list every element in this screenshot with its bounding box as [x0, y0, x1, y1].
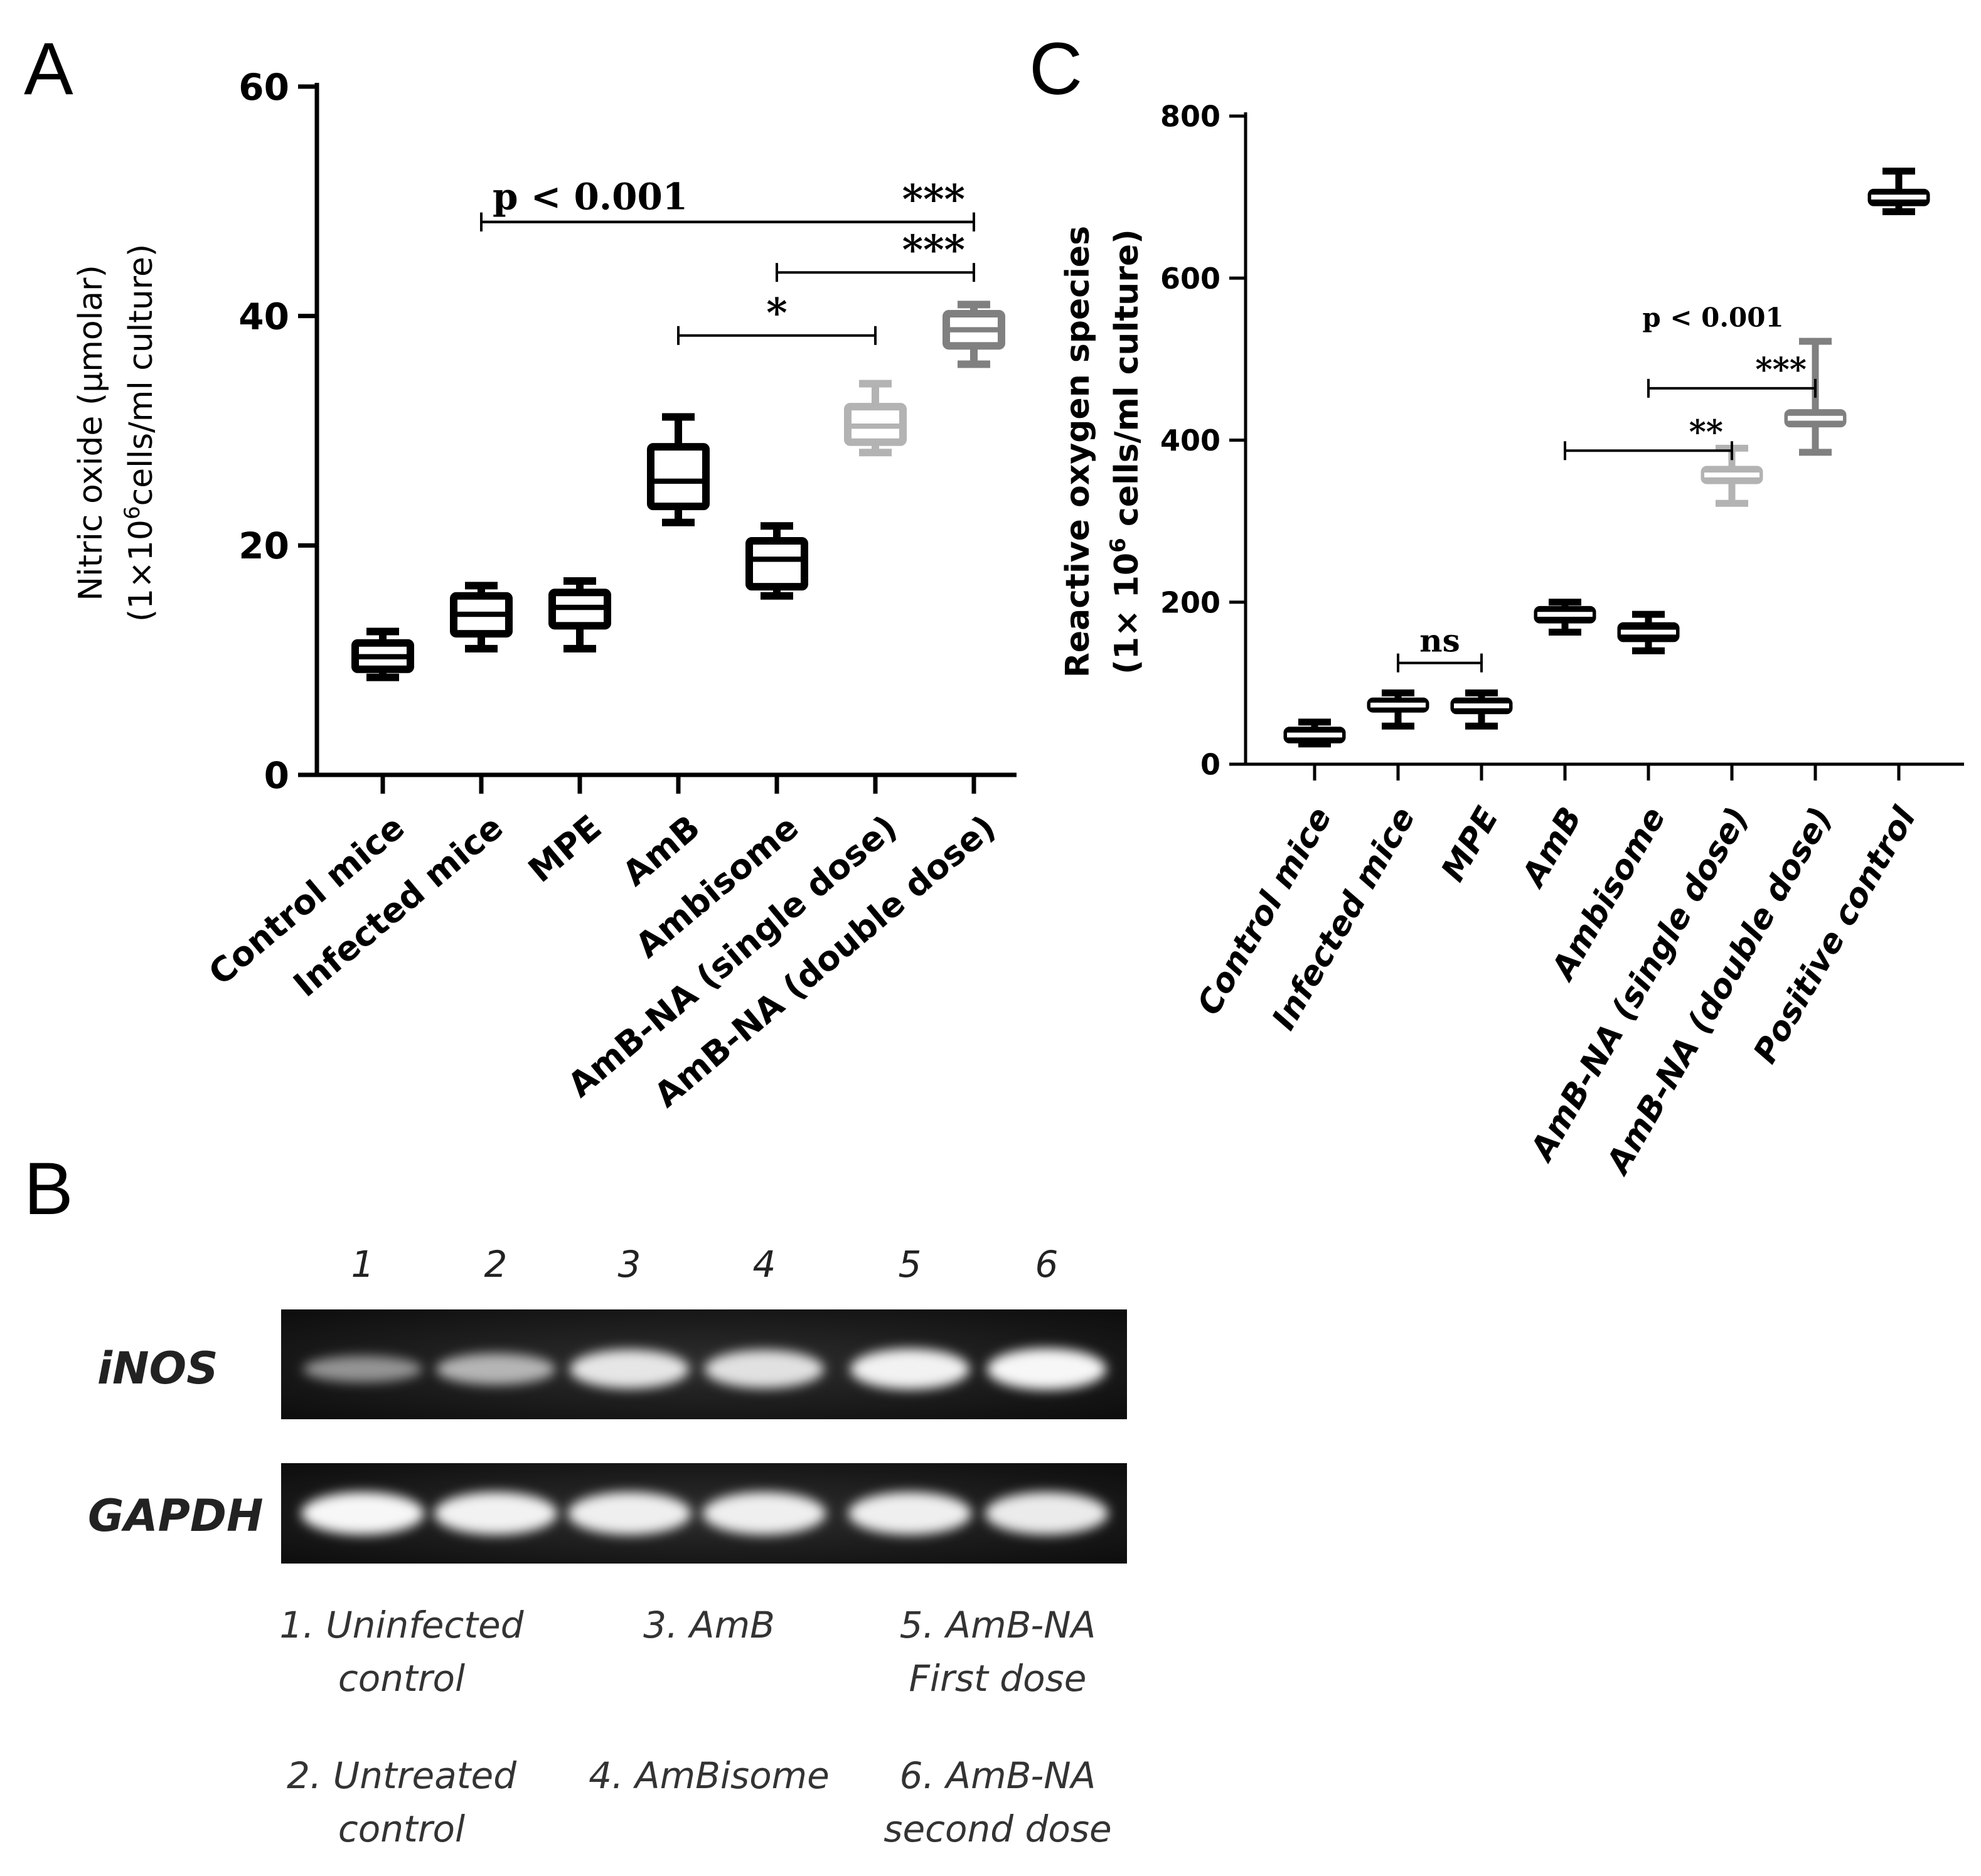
iqr-box: [647, 443, 710, 511]
significance-label: p < 0.001: [493, 176, 688, 218]
y-axis-label-sup: 6: [120, 506, 145, 520]
lane-number: 2: [484, 1243, 508, 1286]
gapdh-bands: [301, 1492, 1108, 1535]
y-tick-label: 200: [1160, 585, 1220, 619]
gapdh-band: [434, 1492, 557, 1535]
y-tick-label: 0: [1200, 748, 1220, 782]
category-label: AmB: [1514, 801, 1589, 895]
panel-letter-b: B: [24, 1148, 73, 1230]
gel-panel: 1 2 3 4 5 6 iNOS GAPDH 1. Uninfected control 2.…: [88, 1243, 1127, 1850]
significance-bracket: ***: [776, 227, 975, 282]
box-2: [450, 582, 513, 794]
lane-legend-text: 1. Uninfected: [279, 1604, 524, 1646]
gapdh-band: [568, 1492, 691, 1535]
y-tick-label: 40: [238, 296, 289, 338]
box-1: [1283, 718, 1346, 781]
lane-legend-text: 3. AmB: [643, 1604, 775, 1646]
gapdh-band: [301, 1492, 424, 1535]
lane-number: 1: [351, 1243, 375, 1286]
lane-number: 5: [899, 1243, 922, 1286]
y-tick-label: 800: [1160, 100, 1220, 134]
y-axis-label: Nitric oxide (µmolar) (1×106cells/ml cult…: [72, 244, 160, 622]
lane-legend-text: 6. AmB-NA: [900, 1754, 1096, 1797]
significance-label: ns: [1419, 622, 1460, 659]
y-axis-label-line1: Reactive oxygen species: [1059, 226, 1097, 678]
box-6: [844, 380, 907, 794]
inos-band: [303, 1356, 422, 1382]
significance-label: ***: [902, 227, 965, 274]
lane-number: 4: [753, 1243, 776, 1286]
box-7: [1784, 338, 1847, 781]
y-tick-label: 60: [238, 66, 289, 109]
significance-bracket: p < 0.001: [1642, 302, 1783, 333]
y-axis-label-line1: Nitric oxide (µmolar): [72, 265, 110, 600]
significance-label: **: [1689, 413, 1723, 451]
inos-bands: [303, 1348, 1106, 1390]
significance-label: ***: [902, 176, 965, 223]
significance-bracket: ns: [1397, 622, 1483, 673]
box-2: [1367, 689, 1429, 781]
y-axis-label-sup: 6: [1106, 538, 1131, 553]
lane-legend-text: First dose: [909, 1657, 1087, 1700]
inos-band: [570, 1350, 689, 1388]
significance-label: p < 0.001: [1642, 302, 1783, 333]
box-6: [1701, 444, 1763, 781]
gene-label-inos: iNOS: [97, 1343, 218, 1394]
box-4: [647, 413, 710, 794]
y-axis-label-part: cells/ml culture): [122, 244, 160, 506]
significance-bracket: *: [677, 290, 877, 345]
inos-band: [850, 1348, 969, 1390]
significance-label: ***: [1755, 351, 1807, 389]
y-tick-label: 20: [238, 525, 289, 567]
panel-letter-c: C: [1029, 28, 1082, 110]
lane-legend-text: second dose: [884, 1808, 1112, 1850]
gapdh-band: [985, 1492, 1108, 1535]
iqr-box: [745, 537, 808, 591]
inos-band: [705, 1350, 824, 1388]
box-1: [351, 627, 414, 794]
y-axis-label-part: (1× 10: [1108, 553, 1146, 674]
lane-number: 3: [618, 1243, 641, 1286]
lane-legend-text: control: [338, 1657, 465, 1700]
lane-legend-text: 2. Untreated: [287, 1754, 517, 1797]
y-axis-label-part: (1×10: [122, 520, 160, 622]
lane-legend-text: 5. AmB-NA: [900, 1604, 1096, 1646]
gene-label-gapdh: GAPDH: [88, 1490, 264, 1542]
y-axis-label-part: cells/ml culture): [1108, 229, 1146, 538]
box-8: [1867, 168, 1930, 781]
lane-numbers: 1 2 3 4 5 6: [351, 1243, 1059, 1286]
lane-legend: 1. Uninfected control 2. Untreated control 3…: [279, 1604, 1111, 1850]
y-tick-label: 600: [1160, 262, 1220, 296]
y-axis-label-line2: (1× 106 cells/ml culture): [1106, 229, 1146, 674]
box-7: [942, 301, 1005, 794]
lane-legend-text: 4. AmBisome: [589, 1754, 830, 1797]
category-label: MPE: [521, 807, 609, 890]
panel-letter-a: A: [24, 28, 73, 110]
box-5: [745, 522, 808, 794]
significance-bracket: **: [1564, 413, 1733, 461]
significance-label: *: [766, 290, 787, 337]
gapdh-band: [703, 1492, 826, 1535]
inos-band: [436, 1353, 555, 1385]
gel-strip-inos: [281, 1309, 1127, 1419]
y-tick-label: 0: [264, 754, 289, 797]
gapdh-band: [848, 1492, 971, 1535]
box-3: [1450, 689, 1513, 781]
significance-bracket: ***: [1647, 351, 1817, 398]
y-tick-label: 400: [1160, 424, 1220, 457]
box-4: [1534, 599, 1596, 781]
inos-band: [987, 1348, 1106, 1390]
y-axis-label-line2: (1×106cells/ml culture): [120, 244, 160, 622]
y-axis-label: Reactive oxygen species(1× 106 cells/ml …: [1059, 226, 1146, 678]
box-3: [548, 577, 611, 794]
box-5: [1617, 610, 1680, 781]
lane-number: 6: [1035, 1243, 1059, 1286]
lane-legend-text: control: [338, 1808, 465, 1850]
category-label: MPE: [1434, 801, 1507, 888]
significance-bracket: ***: [480, 176, 975, 232]
